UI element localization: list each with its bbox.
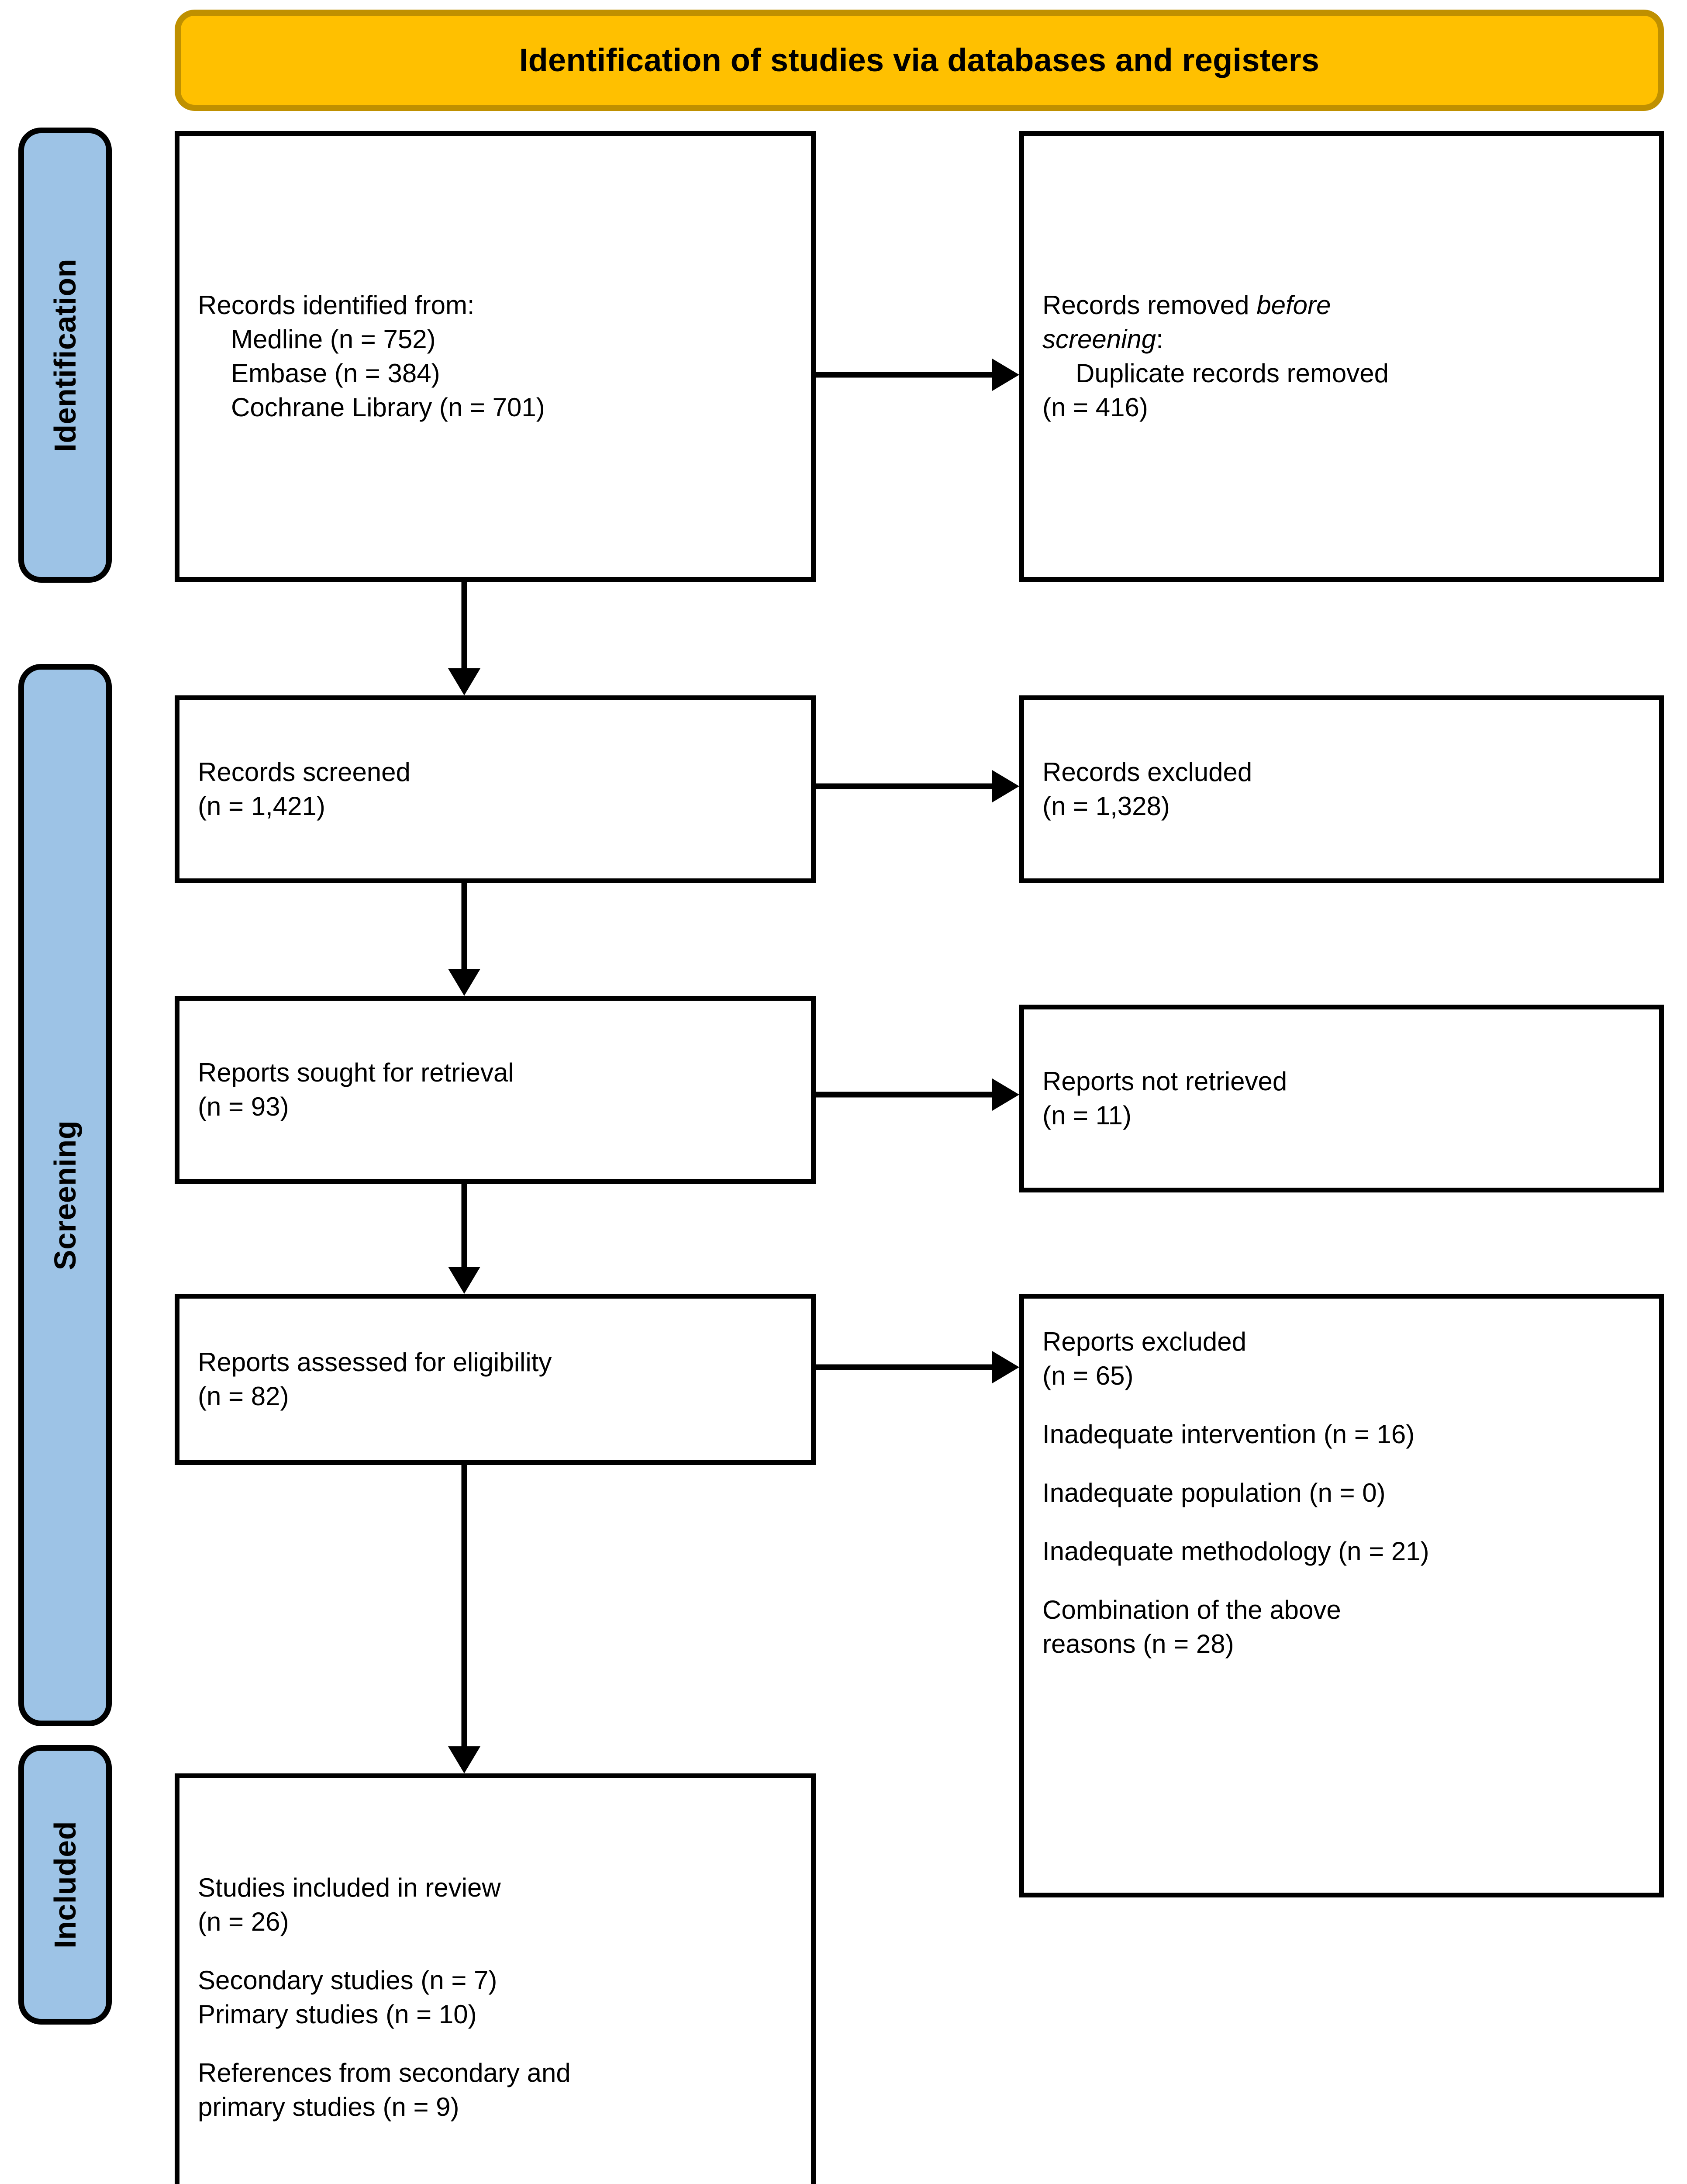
- node-reports-assessed-body: Reports assessed for eligibility (n = 82…: [179, 1345, 811, 1413]
- node-reports-not-retrieved-body: Reports not retrieved (n = 11): [1024, 1064, 1659, 1133]
- node-reports-excluded: Reports excluded (n = 65) Inadequate int…: [1019, 1294, 1664, 1897]
- reports-not-retrieved-count: (n = 11): [1042, 1101, 1132, 1130]
- node-reports-assessed-for-eligibility: Reports assessed for eligibility (n = 82…: [175, 1294, 816, 1465]
- arrow-shaft: [461, 1465, 467, 1746]
- arrow-head: [992, 1078, 1019, 1111]
- arrow-head: [448, 1746, 480, 1773]
- arrow-head: [992, 770, 1019, 802]
- studies-included-secondary: Secondary studies (n = 7): [198, 1965, 497, 1995]
- reports-excluded-reason-combination-line2: reasons (n = 28): [1042, 1629, 1234, 1659]
- reports-sought-count: (n = 93): [198, 1092, 289, 1121]
- studies-included-count: (n = 26): [198, 1907, 289, 1936]
- spacer: [1042, 1510, 1646, 1534]
- phase-label-screening: Screening: [18, 664, 112, 1726]
- records-identified-title: Records identified from:: [198, 290, 475, 320]
- studies-included-primary: Primary studies (n = 10): [198, 1999, 477, 2029]
- node-records-excluded-body: Records excluded (n = 1,328): [1024, 755, 1659, 823]
- arrow-shaft: [816, 372, 992, 378]
- records-removed-line2: screening:: [1042, 322, 1646, 356]
- diagram-title: Identification of studies via databases …: [519, 42, 1320, 79]
- records-excluded-count: (n = 1,328): [1042, 791, 1170, 821]
- records-screened-title: Records screened: [198, 757, 411, 787]
- records-removed-colon: :: [1156, 325, 1163, 354]
- spacer: [1042, 1451, 1646, 1476]
- reports-excluded-reason-intervention: Inadequate intervention (n = 16): [1042, 1420, 1415, 1449]
- records-removed-detail: Duplicate records removed: [1076, 359, 1389, 388]
- diagram-header-banner: Identification of studies via databases …: [175, 10, 1664, 111]
- arrow-shaft: [461, 1184, 467, 1267]
- arrow-head: [992, 1351, 1019, 1383]
- spacer: [1042, 1393, 1646, 1417]
- reports-excluded-reason-methodology: Inadequate methodology (n = 21): [1042, 1537, 1429, 1566]
- studies-included-references-line2: primary studies (n = 9): [198, 2092, 459, 2122]
- node-reports-not-retrieved: Reports not retrieved (n = 11): [1019, 1005, 1664, 1192]
- reports-assessed-title: Reports assessed for eligibility: [198, 1348, 552, 1377]
- reports-sought-title: Reports sought for retrieval: [198, 1058, 514, 1087]
- reports-excluded-reason-population: Inadequate population (n = 0): [1042, 1478, 1386, 1507]
- reports-excluded-count: (n = 65): [1042, 1361, 1134, 1390]
- arrow-shaft: [461, 582, 467, 668]
- arrow-head: [448, 969, 480, 996]
- node-reports-sought-body: Reports sought for retrieval (n = 93): [179, 1056, 811, 1124]
- records-screened-count: (n = 1,421): [198, 791, 325, 821]
- spacer: [198, 2032, 798, 2056]
- node-reports-sought-for-retrieval: Reports sought for retrieval (n = 93): [175, 996, 816, 1184]
- phase-included-text: Included: [48, 1821, 82, 1949]
- reports-not-retrieved-title: Reports not retrieved: [1042, 1067, 1287, 1096]
- node-records-identified: Records identified from: Medline (n = 75…: [175, 131, 816, 582]
- phase-label-identification: Identification: [18, 128, 112, 583]
- node-records-screened: Records screened (n = 1,421): [175, 695, 816, 883]
- node-reports-excluded-body: Reports excluded (n = 65) Inadequate int…: [1024, 1325, 1659, 1661]
- phase-identification-text: Identification: [48, 258, 82, 452]
- studies-included-references-line1: References from secondary and: [198, 2058, 571, 2087]
- records-identified-source-cochrane: Cochrane Library (n = 701): [231, 393, 545, 422]
- studies-included-title: Studies included in review: [198, 1873, 501, 1902]
- node-records-removed-before-screening: Records removed before screening: Duplic…: [1019, 131, 1664, 582]
- reports-excluded-reason-combination-line1: Combination of the above: [1042, 1595, 1341, 1624]
- arrow-shaft: [816, 783, 992, 789]
- arrow-shaft: [461, 883, 467, 969]
- records-removed-italic-screening: screening: [1042, 325, 1156, 354]
- records-identified-source-medline: Medline (n = 752): [231, 325, 436, 354]
- arrow-head: [448, 668, 480, 695]
- reports-excluded-title: Reports excluded: [1042, 1327, 1246, 1356]
- reports-assessed-count: (n = 82): [198, 1382, 289, 1411]
- arrow-head: [448, 1267, 480, 1294]
- arrow-shaft: [816, 1364, 992, 1370]
- records-removed-line1: Records removed before: [1042, 288, 1646, 322]
- phase-screening-text: Screening: [48, 1120, 82, 1270]
- records-identified-source-embase: Embase (n = 384): [231, 359, 440, 388]
- records-removed-prefix: Records removed: [1042, 290, 1257, 320]
- node-records-removed-body: Records removed before screening: Duplic…: [1024, 288, 1659, 425]
- spacer: [198, 1939, 798, 1963]
- arrow-shaft: [816, 1092, 992, 1098]
- node-records-screened-body: Records screened (n = 1,421): [179, 755, 811, 823]
- spacer: [1042, 1569, 1646, 1593]
- node-records-identified-body: Records identified from: Medline (n = 75…: [179, 288, 811, 425]
- records-removed-italic-before: before: [1256, 290, 1331, 320]
- node-studies-included-body: Studies included in review (n = 26) Seco…: [179, 1871, 811, 2124]
- records-removed-count: (n = 416): [1042, 393, 1148, 422]
- node-records-excluded: Records excluded (n = 1,328): [1019, 695, 1664, 883]
- arrow-head: [992, 359, 1019, 391]
- records-excluded-title: Records excluded: [1042, 757, 1252, 787]
- node-studies-included-in-review: Studies included in review (n = 26) Seco…: [175, 1773, 816, 2184]
- phase-label-included: Included: [18, 1745, 112, 2025]
